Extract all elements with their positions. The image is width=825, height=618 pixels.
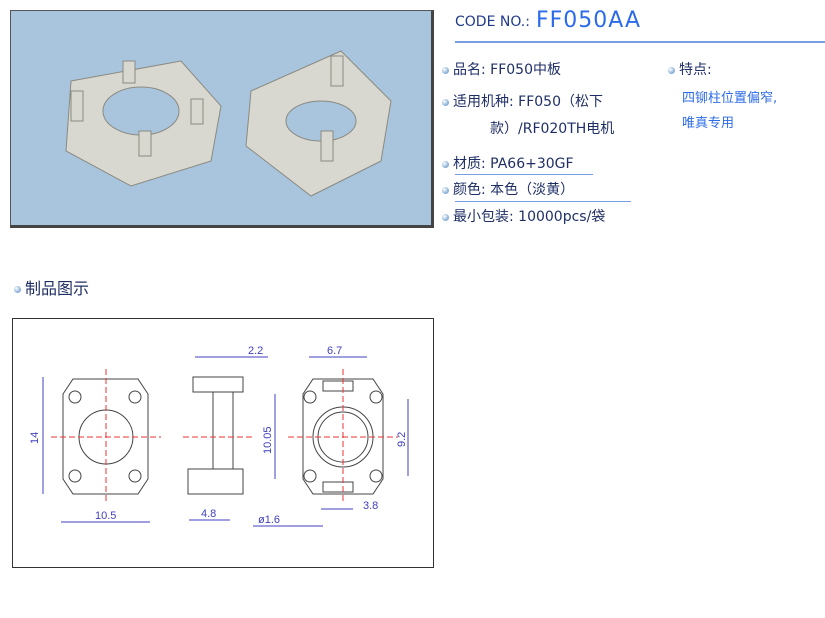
dim-pin-diameter: ø1.6: [258, 514, 280, 526]
dim-height-back: 10.05: [262, 426, 274, 454]
bullet-icon: [442, 98, 449, 106]
spec-material: 材质: PA66+30GF: [442, 153, 574, 173]
bullet-icon: [442, 160, 449, 168]
dim-bottom-width: 3.8: [363, 500, 378, 512]
dim-pin-spacing: 9.2: [396, 432, 408, 447]
dim-height-front: 14: [29, 432, 41, 444]
spec-name: 品名: FF050中板: [442, 59, 561, 79]
feature-line: 唯真专用: [682, 116, 735, 131]
spec-model: 适用机种: FF050（松下: [442, 91, 603, 111]
divider: [455, 174, 593, 175]
dim-depth-side: 4.8: [201, 508, 216, 520]
spec-color: 颜色: 本色（淡黄）: [442, 179, 574, 199]
code-label: CODE NO.:: [455, 14, 530, 30]
feature-line: 四铆柱位置偏窄,: [682, 91, 778, 106]
dim-top-width: 6.7: [327, 345, 342, 357]
dim-thickness: 2.2: [248, 345, 263, 357]
bullet-icon: [668, 66, 675, 74]
spec-model-cont: 款）/RF020TH电机: [490, 121, 615, 137]
product-photo: [10, 10, 434, 228]
bullet-icon: [442, 186, 449, 194]
divider: [455, 201, 631, 202]
dim-width-front: 10.5: [95, 510, 116, 522]
product-render: [65, 50, 392, 197]
bullet-icon: [14, 286, 21, 293]
code-value: FF050AA: [536, 8, 642, 33]
bullet-icon: [442, 66, 449, 74]
divider: [455, 41, 825, 43]
section-title: 制品图示: [14, 275, 89, 299]
bullet-icon: [442, 213, 449, 221]
drawing-svg: 14 10.5 2.2 4.8 6.7 10.05 9.2 3.8 ø1.6: [29, 345, 409, 527]
spec-packaging: 最小包装: 10000pcs/袋: [442, 206, 605, 226]
technical-drawing: 14 10.5 2.2 4.8 6.7 10.05 9.2 3.8 ø1.6: [12, 318, 434, 568]
features-label: 特点:: [668, 59, 712, 79]
